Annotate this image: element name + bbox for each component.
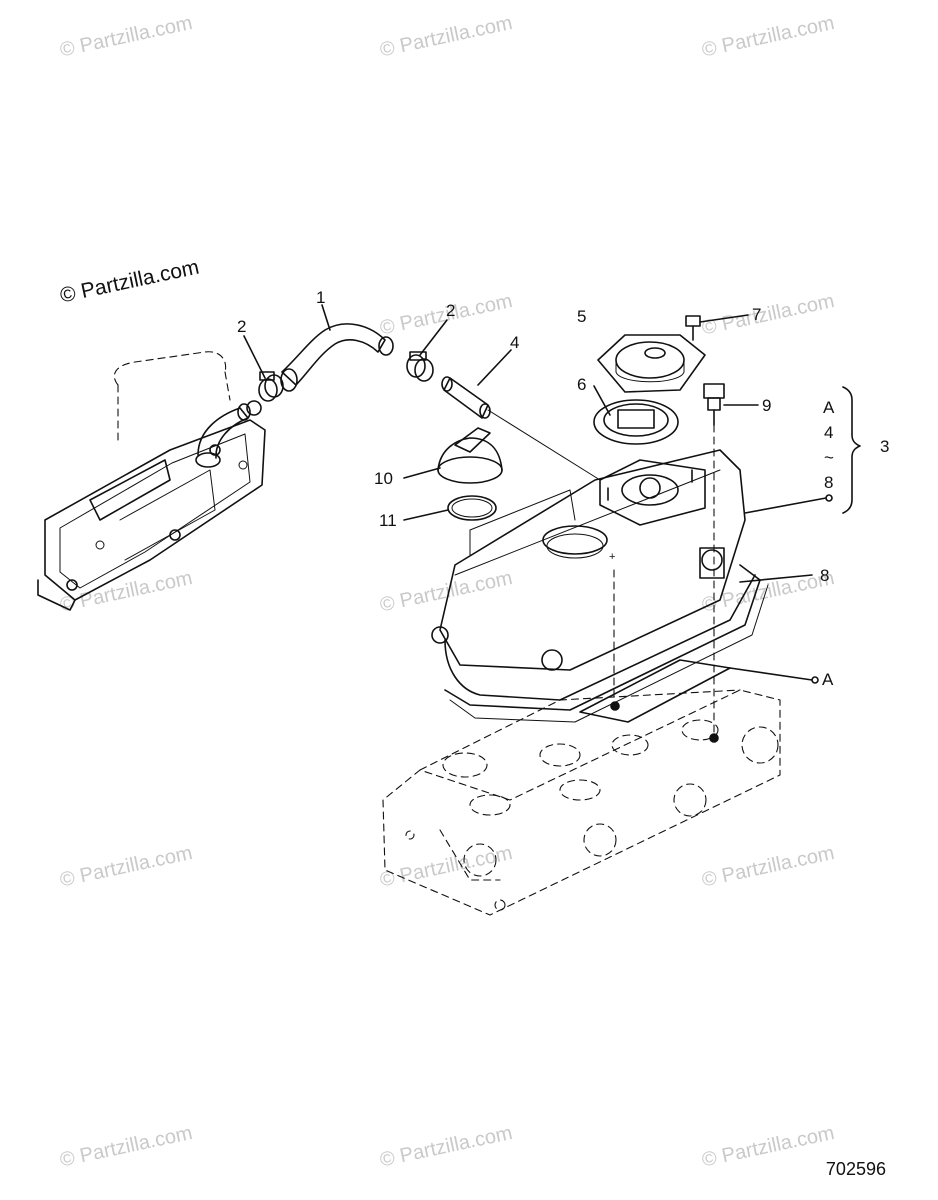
oil-filler-cap [437,427,503,521]
leader [243,335,266,379]
callout-5: 5 [577,307,586,326]
center-mark: + [609,551,615,563]
centerline [469,489,576,556]
kit-item: 4 [824,423,833,442]
callout-6: 6 [577,375,586,394]
kit-bracket [842,386,861,514]
valve-cover [431,449,756,701]
callout-8: 8 [820,566,829,585]
leader [744,497,827,514]
leader-dot [811,676,819,684]
callout-A: A [822,670,834,689]
cylinder-head [382,689,781,916]
centerline [487,409,601,481]
leader-dot [825,494,833,502]
leader [739,574,813,583]
leader [593,385,611,416]
kit-item: 8 [824,473,833,492]
leader [699,314,749,323]
figure-number: 702596 [825,1159,886,1179]
leader [403,509,449,521]
kit-item: ~ [824,448,834,467]
leader [419,319,448,356]
callout-11: 11 [379,511,397,530]
leader [321,304,331,331]
callout-1: 1 [316,288,325,307]
callout-7: 7 [752,305,761,324]
leader [729,667,813,681]
breather-tube [441,376,491,419]
callout-9: 9 [762,396,771,415]
valve-cover-gasket [444,564,769,723]
breather-cover [597,334,706,393]
leader [403,467,441,479]
callout-10: 10 [374,469,393,488]
breather-housing [37,351,266,611]
callout-4: 4 [510,333,519,352]
hose-clamp-right [406,351,434,382]
bolt-9 [703,383,725,426]
leader [477,349,512,386]
breather-hose [280,323,394,392]
callout-3: 3 [880,437,889,456]
callout-2-right: 2 [446,301,455,320]
bolt-7 [685,315,701,341]
breather-seal [593,399,679,445]
callout-2-left: 2 [237,317,246,336]
kit-item: A [823,398,835,417]
bolt-hole-marker [709,733,719,743]
